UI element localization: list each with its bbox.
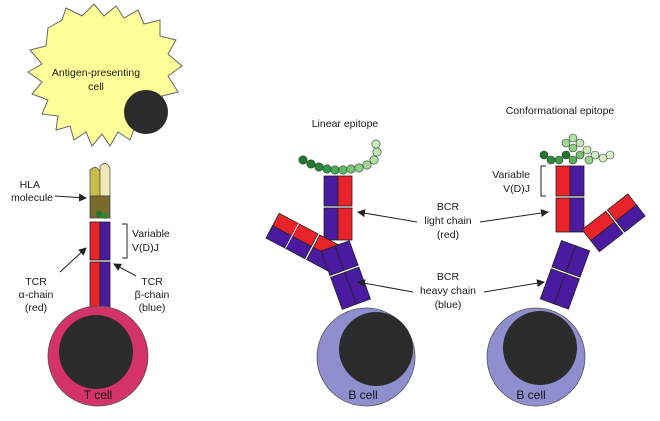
bcr-light-arrow-right — [479, 209, 549, 223]
conformational-epitope — [539, 133, 615, 165]
variable-bracket-t — [122, 223, 128, 259]
hla-label-line1: HLA — [20, 179, 40, 191]
apc-label-line2: cell — [88, 81, 104, 93]
bcr-stem-1 — [320, 240, 371, 310]
tcr-beta-arrow — [113, 263, 137, 277]
linear-epitope-label: Linear epitope — [312, 118, 379, 130]
bcr-vertical-arm-2 — [555, 165, 585, 233]
tcr-alpha-label-line2: α-chain — [19, 289, 54, 301]
b-cell-1-label: B cell — [348, 388, 377, 402]
t-cell-nucleus — [59, 315, 133, 389]
tcr-beta-label-line2: β-chain — [135, 289, 170, 301]
hla-label-line2: molecule — [11, 192, 53, 204]
variable-t-label-line2: V(D)J — [132, 242, 159, 254]
b-cell-2-nucleus — [503, 311, 577, 385]
apc-nucleus — [124, 90, 168, 134]
tcr-alpha-label-line3: (red) — [25, 302, 47, 314]
bcr-heavy-label-line2: heavy chain — [420, 285, 476, 297]
bcr-heavy-arrow-left — [357, 279, 414, 293]
tcr-alpha-label-line1: TCR — [25, 276, 47, 288]
hla-arrow — [54, 193, 87, 202]
bcr-right-arm-2 — [581, 193, 646, 253]
bcr-light-label-line2: light chain — [424, 215, 471, 227]
b-cell-1-nucleus — [339, 312, 413, 386]
bcr-left-arm-1 — [265, 212, 346, 274]
bcr-labels: BCR light chain (red) BCR heavy chain (b… — [357, 201, 549, 311]
bcr-heavy-arrow-right — [483, 279, 545, 293]
b-cell-2-label: B cell — [516, 388, 545, 402]
t-cell-label: T cell — [84, 388, 112, 402]
variable-b-label-line2: V(D)J — [503, 183, 530, 195]
linear-epitope — [298, 139, 382, 175]
bcr-heavy-label-line3: (blue) — [435, 299, 462, 311]
tcr-beta-label-line3: (blue) — [139, 302, 166, 314]
variable-t-label-line1: Variable — [132, 228, 170, 240]
tcr-beta-label-line1: TCR — [141, 276, 163, 288]
b-cell-panel-conformational: Conformational epitope Variable V(D)J — [486, 105, 646, 407]
hla-molecule — [89, 163, 111, 219]
bcr-stem-2 — [539, 240, 591, 310]
apc-label-line1: Antigen-presenting — [52, 67, 140, 79]
bcr-heavy-label-line1: BCR — [437, 271, 460, 283]
variable-b-label-line1: Variable — [492, 169, 530, 181]
variable-bracket-b — [540, 165, 546, 197]
peptide-icon — [95, 210, 103, 218]
b-cell-panel-linear: Linear epitope — [265, 118, 416, 407]
conformational-epitope-label: Conformational epitope — [506, 105, 615, 117]
bcr-light-label-line3: (red) — [437, 229, 459, 241]
bcr-light-arrow-left — [357, 209, 418, 223]
bcr-vertical-arm-1 — [323, 175, 353, 241]
t-cell-panel: Antigen-presenting cell HLA molecule Var… — [11, 3, 183, 407]
tcr-alpha-arrow — [59, 247, 87, 273]
t-cell-receptor — [89, 221, 111, 311]
bcr-light-label-line1: BCR — [437, 201, 460, 213]
